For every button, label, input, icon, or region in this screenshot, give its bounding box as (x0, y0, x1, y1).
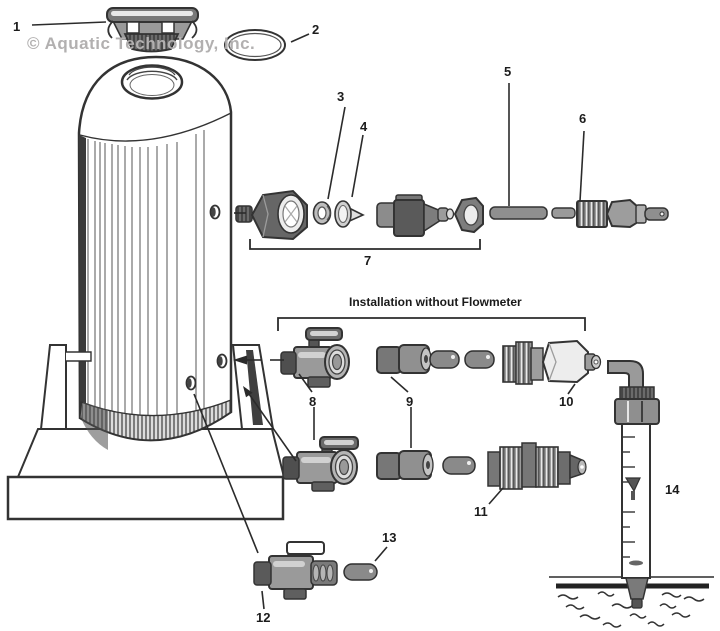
section-title: Installation without Flowmeter (349, 295, 522, 309)
part-4-injection-cone (334, 200, 365, 228)
part-11-union-coupling (487, 442, 587, 490)
part-6-compression-fitting (576, 198, 669, 229)
part-1-cap (106, 7, 199, 53)
part-label-12: 12 (256, 610, 271, 625)
tank-opening (120, 64, 184, 100)
tubing-stub-bottom (442, 456, 476, 475)
leader-lines (31, 21, 586, 610)
part-5-tubing (489, 206, 576, 220)
part-9-connector-top (376, 344, 432, 374)
base-brackets (39, 344, 275, 430)
part-7-fitting-assembly (235, 189, 484, 241)
part-14-injection-tube (549, 360, 714, 609)
leader-arrowheads (233, 355, 253, 398)
part-label-13: 13 (382, 530, 397, 545)
part-2-oring (224, 29, 286, 61)
part-label-1: 1 (13, 19, 21, 34)
part-8-ball-valve-bottom (282, 436, 359, 492)
part-label-8: 8 (309, 394, 317, 409)
tank-ports (185, 204, 228, 391)
part-10-compression-fitting (502, 339, 602, 385)
tube-graduations (623, 436, 635, 558)
part-12-drain-valve (253, 541, 338, 600)
part-label-3: 3 (337, 89, 345, 104)
part-13-tubing-stub (343, 563, 378, 581)
part-9-connector-bottom (376, 450, 434, 480)
part-label-11: 11 (474, 504, 488, 519)
tank-base (6, 428, 286, 521)
part-8-ball-valve-top (280, 327, 350, 388)
part-label-5: 5 (504, 64, 512, 79)
part-label-6: 6 (579, 111, 587, 126)
water-surface (557, 591, 705, 628)
part-label-9: 9 (406, 394, 414, 409)
part-3-washer (312, 201, 332, 225)
part-label-7: 7 (364, 253, 372, 268)
part-label-10: 10 (559, 394, 574, 409)
part-label-14: 14 (665, 482, 680, 497)
tubing-stubs-top (429, 350, 495, 369)
part-label-4: 4 (360, 119, 368, 134)
feeder-tank (77, 55, 233, 450)
part-label-2: 2 (312, 22, 320, 37)
watermark-text: © Aquatic Technology, Inc. (27, 34, 256, 53)
